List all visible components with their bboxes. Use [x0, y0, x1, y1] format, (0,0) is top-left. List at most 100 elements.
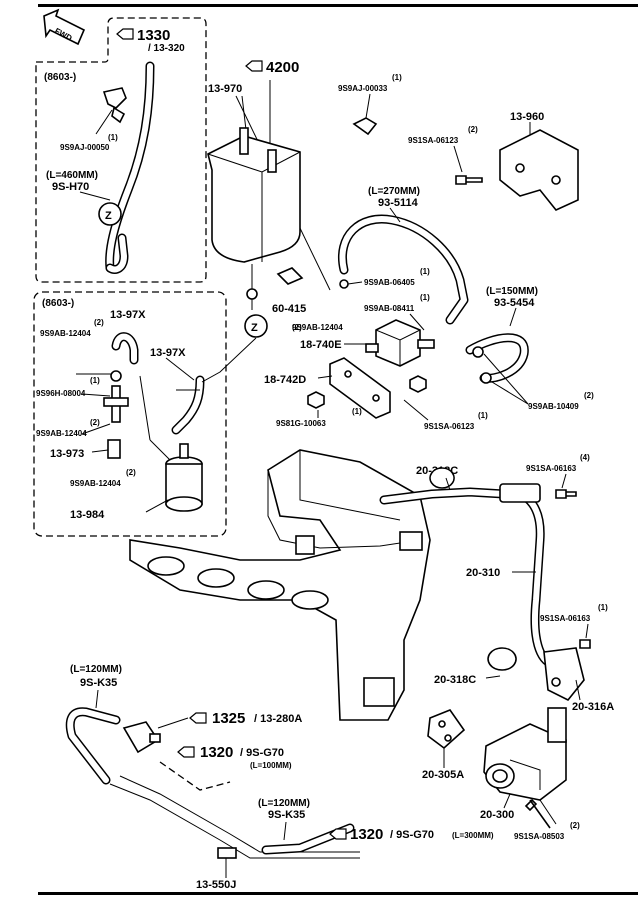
c2-qty: (1) [420, 293, 430, 302]
box2-p7-qty: (2) [126, 468, 136, 477]
box2-p5-qty: (2) [90, 418, 100, 427]
cap-label: 60-415 [272, 303, 306, 315]
nut: 9S81G-10063 [276, 419, 326, 428]
ref-1320b-sub: / 9S-G70 [390, 829, 434, 841]
tee-fitting [103, 385, 129, 423]
clip: 9S9AJ-00033 [338, 84, 388, 93]
purge-valve [365, 319, 435, 367]
c3-qty: (2) [584, 391, 594, 400]
bolt3-qty: (4) [580, 453, 590, 462]
box2-p1: 9S9AB-12404 [40, 329, 91, 338]
detail-box-2 [33, 291, 227, 537]
box2-p4: 9S96H-08004 [36, 389, 86, 398]
box2-p6: 13-973 [50, 448, 84, 460]
top-rule [38, 4, 638, 7]
ref-1325-sub: / 13-280A [254, 713, 302, 725]
pointing-hand-icon [189, 712, 207, 724]
intake-manifold [129, 449, 431, 721]
plate-18-742D [329, 357, 391, 419]
box2-canister [165, 443, 203, 512]
valve-label: 18-740E [300, 339, 342, 351]
ref-1320a-sub: / 9S-G70 [240, 747, 284, 759]
hose4-len: (L=120MM) [258, 798, 310, 809]
bolt5-qty: (2) [570, 821, 580, 830]
detail-box-1 [35, 17, 207, 283]
ref-1325-number: 1325 [212, 710, 245, 727]
bolt-qty: (2) [468, 125, 478, 134]
charcoal-canister [207, 127, 301, 263]
bolt2: 9S1SA-06123 [424, 422, 475, 431]
hose3-len: (L=120MM) [70, 664, 122, 675]
c1-qty: (1) [420, 267, 430, 276]
gasket-20-318C-top [429, 467, 455, 489]
ref-1330[interactable]: 1330 / 13-320 [116, 27, 185, 54]
ref-1320a-number: 1320 [200, 744, 233, 761]
bracket-label: 13-960 [510, 111, 544, 123]
c4-qty: (2) [292, 323, 302, 332]
gasket-20-305A [427, 709, 466, 750]
box1-code: (8603-) [44, 72, 76, 83]
plate-label: 18-742D [264, 374, 306, 386]
nut-qty: (1) [352, 407, 362, 416]
bolt2-qty: (1) [478, 411, 488, 420]
bolt3: 9S1SA-06163 [526, 464, 577, 473]
ref-1330-number: 1330 [137, 27, 170, 44]
gasket3-label: 20-305A [422, 769, 464, 781]
cap-60-415 [276, 267, 304, 285]
canister-label: 13-970 [208, 83, 242, 95]
bolt4-qty: (1) [598, 603, 608, 612]
c4: 9S9AB-12404 [292, 323, 343, 332]
box2-code: (8603-) [42, 298, 74, 309]
gasket-20-318C-lower [487, 647, 517, 671]
box1-clip [102, 87, 127, 124]
nut-part [307, 391, 325, 409]
box2-p2: 13-97X [110, 309, 146, 321]
pipe-label: 20-310 [466, 567, 500, 579]
box2-p8: 13-984 [70, 509, 105, 521]
ref-4200[interactable]: 4200 [245, 59, 299, 76]
bolt3-part [555, 489, 577, 499]
hose1: 93-5114 [378, 197, 419, 209]
bolt4: 9S1SA-06163 [540, 614, 591, 623]
ref-1320-lower[interactable]: 1320 / 9S-G70 (L=300MM) [329, 826, 494, 843]
fwd-arrow: FWD [43, 8, 86, 46]
box2-p7: 9S9AB-12404 [70, 479, 121, 488]
hose1-len: (L=270MM) [368, 186, 420, 197]
hose4: 9S-K35 [268, 809, 305, 821]
box1-bolt: 9S9AJ-00050 [60, 143, 110, 152]
egr-label: 20-300 [480, 809, 514, 821]
hose2: 93-5454 [494, 297, 535, 309]
bolt5-part [524, 798, 551, 829]
pointing-hand-icon [245, 60, 263, 72]
hose3: 9S-K35 [80, 677, 117, 689]
pointing-hand-icon [329, 828, 347, 840]
ref-1320a-len: (L=100MM) [250, 761, 292, 770]
svg-text:Z: Z [105, 210, 112, 222]
pointing-hand-icon [116, 28, 134, 40]
box1-hose-len: (L=460MM) [46, 170, 98, 181]
bottom-rule [38, 892, 638, 895]
gasket2-label: 20-318C [434, 674, 476, 686]
bolt5: 9S1SA-08503 [514, 832, 565, 841]
box1-bolt-qty: (1) [108, 133, 118, 142]
z-connector-1: Z [98, 202, 122, 226]
c2: 9S9AB-08411 [364, 304, 415, 313]
bolt2-part [409, 375, 427, 393]
ref-1325[interactable]: 1325 / 13-280A [189, 710, 302, 727]
ref-1320-upper[interactable]: 1320 / 9S-G70 (L=100MM) [177, 744, 292, 770]
bolt4-part [579, 639, 591, 649]
bracket-13-960 [499, 129, 579, 211]
ref-1330-sub: / 13-320 [148, 43, 185, 54]
box2-p4-qty: (1) [90, 376, 100, 385]
flange-20-316A [543, 647, 585, 702]
svg-text:Z: Z [251, 322, 258, 334]
bolt: 9S1SA-06123 [408, 136, 459, 145]
box1-hose: 9S-H70 [52, 181, 89, 193]
bolt-part [455, 175, 483, 185]
hose2-len: (L=150MM) [486, 286, 538, 297]
pipe2-label: 13-550J [196, 879, 236, 891]
box2-filter [107, 439, 121, 459]
c1: 9S9AB-06405 [364, 278, 415, 287]
flange-label: 20-316A [572, 701, 614, 713]
